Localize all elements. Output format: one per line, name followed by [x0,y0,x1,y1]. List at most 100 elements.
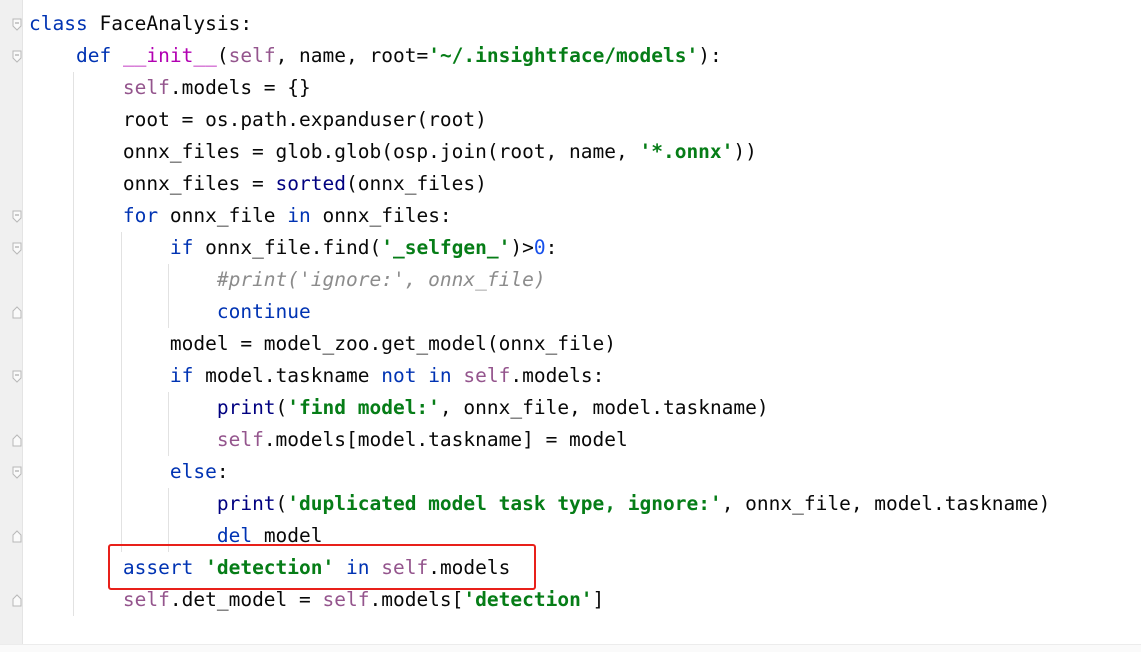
code-line[interactable]: self.models[model.taskname] = model [29,424,1141,456]
code-token: self [228,44,276,67]
code-token: for [122,204,170,227]
code-line[interactable]: if model.taskname not in self.models: [29,360,1141,392]
code-token: .det_model = [169,588,323,611]
code-token: FaceAnalysis: [99,12,253,35]
code-line[interactable]: del model [29,520,1141,552]
code-line[interactable]: print('duplicated model task type, ignor… [29,488,1141,520]
gutter-divider [22,0,23,651]
fold-open-icon[interactable] [11,17,22,31]
code-token: onnx_files: [322,204,452,227]
code-token [29,44,76,67]
code-token [29,76,123,99]
fold-open-icon[interactable] [11,369,22,383]
code-token: onnx_files = glob.glob(osp.join(root, na… [29,140,640,163]
code-token: )> [510,236,534,259]
code-token: self [216,428,264,451]
code-token: not in [381,364,464,387]
indent-guide [168,392,170,456]
code-token: #print('ignore:', onnx_file) [216,268,546,291]
code-token: 0 [533,236,546,259]
code-token: )) [733,140,757,163]
code-token: if [169,364,206,387]
code-line[interactable]: else: [29,456,1141,488]
code-token: ( [216,44,229,67]
code-line[interactable]: continue [29,296,1141,328]
code-line[interactable]: class FaceAnalysis: [29,8,1141,40]
code-token [29,396,217,419]
code-line[interactable]: onnx_files = sorted(onnx_files) [29,168,1141,200]
code-token: model.taskname [205,364,382,387]
code-token [29,300,217,323]
code-token: : [545,236,558,259]
code-token: : [216,460,229,483]
indent-guide [120,232,122,552]
code-token: in [287,204,323,227]
highlight-annotation-box [108,544,536,590]
code-token: ): [698,44,722,67]
code-token: onnx_file.find( [205,236,382,259]
code-token [29,268,217,291]
code-line[interactable]: self.models = {} [29,72,1141,104]
code-token: 'detection' [463,588,593,611]
code-token [29,460,170,483]
code-token: root = os.path.expanduser(root) [29,108,487,131]
code-line[interactable]: model = model_zoo.get_model(onnx_file) [29,328,1141,360]
code-token: if [169,236,206,259]
code-token: onnx_files = [29,172,276,195]
code-token [29,588,123,611]
code-token: ] [592,588,605,611]
fold-close-icon[interactable] [11,593,22,607]
code-token: self [381,556,429,579]
code-line[interactable]: for onnx_file in onnx_files: [29,200,1141,232]
editor-bottom-strip [0,644,1141,652]
code-line[interactable]: print('find model:', onnx_file, model.ta… [29,392,1141,424]
fold-open-icon[interactable] [11,241,22,255]
editor-gutter [0,0,22,651]
code-token [29,236,170,259]
code-editor[interactable]: class FaceAnalysis: def __init__(self, n… [29,8,1141,616]
code-token [29,204,123,227]
code-token: .models[ [369,588,464,611]
code-line[interactable]: def __init__(self, name, root='~/.insigh… [29,40,1141,72]
code-token: .models [428,556,511,579]
code-token: .models: [510,364,605,387]
code-token: assert [122,556,206,579]
code-token: 'duplicated model task type, ignore:' [287,492,722,515]
code-token: ( [275,396,288,419]
code-token: model = model_zoo.get_model(onnx_file) [29,332,616,355]
indent-guide [168,488,170,552]
code-token: 'find model:' [287,396,440,419]
code-token: self [122,588,170,611]
fold-open-icon[interactable] [11,209,22,223]
code-token: self [122,76,170,99]
code-line[interactable]: if onnx_file.find('_selfgen_')>0: [29,232,1141,264]
code-token: class [29,12,100,35]
code-token [29,364,170,387]
code-token: 'detection' [205,556,335,579]
code-token: '_selfgen_' [381,236,511,259]
code-token: .models = {} [169,76,311,99]
code-token: del [216,524,264,547]
code-token: model [263,524,323,547]
code-token: , name, root= [275,44,429,67]
fold-close-icon[interactable] [11,305,22,319]
code-line[interactable]: #print('ignore:', onnx_file) [29,264,1141,296]
fold-close-icon[interactable] [11,529,22,543]
fold-close-icon[interactable] [11,433,22,447]
code-token: __init__ [122,44,217,67]
code-line[interactable]: self.det_model = self.models['detection'… [29,584,1141,616]
code-token [29,492,217,515]
code-token: continue [216,300,311,323]
fold-open-icon[interactable] [11,465,22,479]
code-token: def [75,44,123,67]
indent-guide [168,264,170,328]
code-token: , onnx_file, model.taskname) [721,492,1051,515]
code-token [29,428,217,451]
code-line[interactable]: root = os.path.expanduser(root) [29,104,1141,136]
code-token: self [322,588,370,611]
fold-open-icon[interactable] [11,49,22,63]
code-line[interactable]: assert 'detection' in self.models [29,552,1141,584]
code-line[interactable]: onnx_files = glob.glob(osp.join(root, na… [29,136,1141,168]
code-token: print [216,492,276,515]
code-token: sorted [275,172,346,195]
